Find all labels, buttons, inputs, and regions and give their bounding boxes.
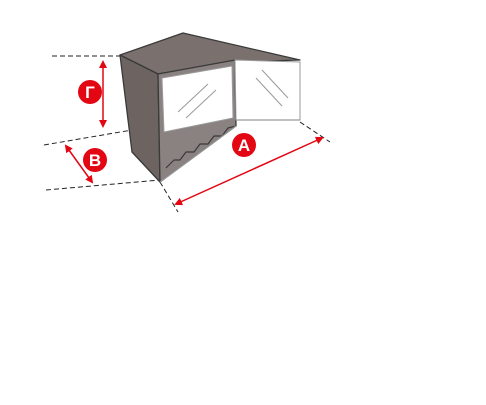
glass-reflection — [185, 89, 217, 119]
glass-reflection — [255, 77, 283, 107]
depth-arrow — [64, 144, 94, 184]
front-window — [161, 65, 234, 133]
depth-badge: B — [83, 148, 107, 172]
width-arrow — [174, 136, 324, 206]
width-right-guide — [299, 121, 331, 143]
width-left-guide — [159, 181, 179, 213]
height-bottom-guide — [43, 129, 133, 146]
height-label: Г — [85, 83, 95, 102]
side-wall — [119, 54, 161, 183]
kiosk-pavilion-illustration — [119, 32, 301, 183]
height-badge-circle — [78, 80, 102, 104]
width-badge: A — [232, 133, 256, 157]
height-badge: Г — [78, 80, 102, 104]
depth-bottom-guide — [45, 179, 161, 191]
dimension-arrows — [64, 60, 324, 206]
glass-reflection — [261, 69, 289, 99]
glass-reflection — [177, 83, 209, 113]
width-label: A — [238, 136, 250, 155]
guide-lines — [43, 55, 331, 213]
depth-label: B — [89, 151, 101, 170]
width-badge-circle — [232, 133, 256, 157]
depth-badge-circle — [83, 148, 107, 172]
